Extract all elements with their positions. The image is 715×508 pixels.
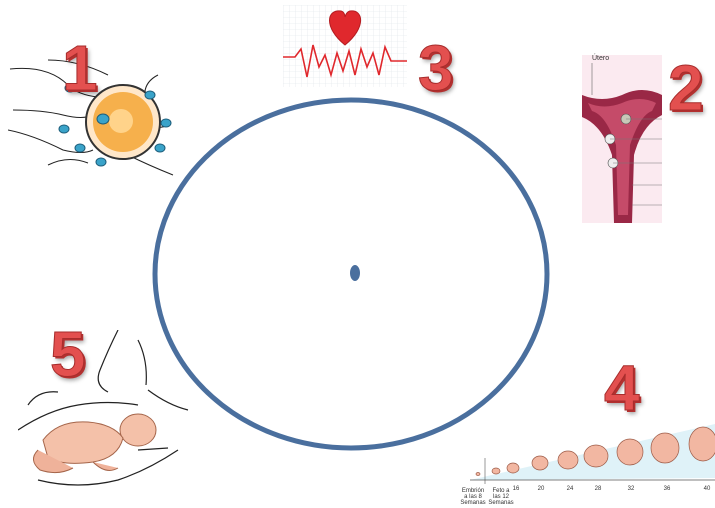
step-number-4: 4: [604, 356, 640, 420]
week-tick-40: 40: [704, 486, 711, 492]
fetal-development-icon: Embrión a las 8 Semanas Feto a las 12 Se…: [445, 418, 715, 508]
heartbeat-icon: [283, 5, 407, 87]
stage-label-embryo-line3: Semanas: [460, 500, 485, 506]
week-tick-20: 20: [538, 486, 545, 492]
week-tick-28: 28: [595, 486, 602, 492]
week-tick-16: 16: [513, 486, 520, 492]
uterus-implantation-icon: Útero: [582, 55, 662, 223]
step-number-5: 5: [50, 322, 86, 386]
week-tick-32: 32: [628, 486, 635, 492]
stage-label-fetus-line3: Semanas: [488, 500, 513, 506]
step-number-1: 1: [62, 36, 98, 100]
step-number-2: 2: [668, 56, 704, 120]
step-number-3: 3: [418, 36, 454, 100]
center-dot: [350, 265, 360, 281]
week-tick-36: 36: [664, 486, 671, 492]
week-tick-24: 24: [567, 486, 574, 492]
birth-icon: [18, 330, 196, 498]
